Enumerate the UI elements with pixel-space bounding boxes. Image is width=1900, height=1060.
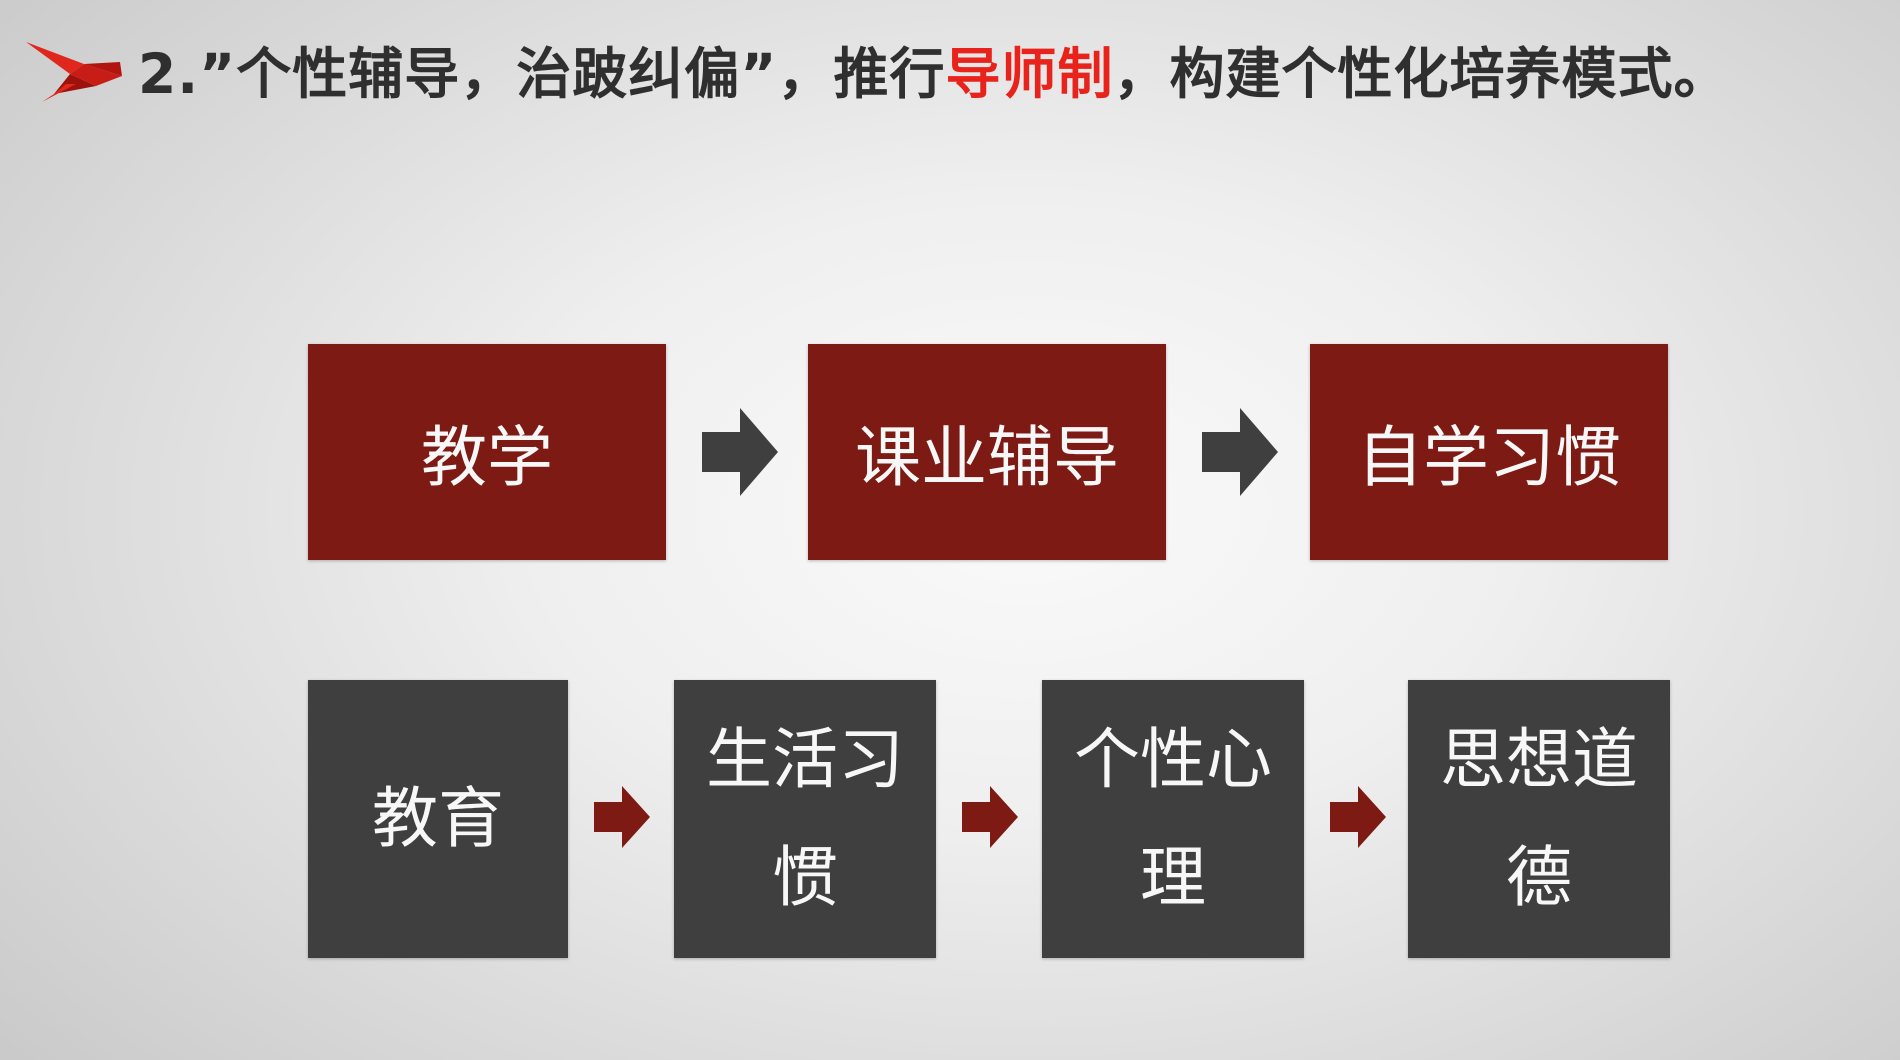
- arrow-right-icon: [962, 786, 1018, 848]
- slide-title: 2.”个性辅导，治跛纠偏”，推行导师制，构建个性化培养模式。: [138, 29, 1730, 109]
- step-box-life-habits: 生活习惯: [674, 680, 936, 958]
- arrow-right-icon: [702, 408, 778, 496]
- arrow-right-icon: [1202, 408, 1278, 496]
- step-box-education: 教育: [308, 680, 568, 958]
- title-suffix: ，构建个性化培养模式。: [1113, 42, 1730, 106]
- step-box-homework-tutoring: 课业辅导: [808, 344, 1166, 560]
- step-box-personal-psychology: 个性心理: [1042, 680, 1304, 958]
- step-label: 生活习惯: [706, 721, 904, 916]
- step-label: 个性心理: [1074, 721, 1272, 916]
- step-box-ideology-morality: 思想道德: [1408, 680, 1670, 958]
- red-origami-bird-icon: [26, 42, 122, 102]
- step-label: 自学习惯: [1357, 419, 1621, 496]
- arrow-right-icon: [1330, 786, 1386, 848]
- step-box-teaching: 教学: [308, 344, 666, 560]
- arrow-right-icon: [594, 786, 650, 848]
- title-prefix: 2.”个性辅导，治跛纠偏”，推行: [138, 42, 946, 106]
- step-label: 思想道德: [1440, 721, 1638, 916]
- step-label: 课业辅导: [855, 419, 1119, 496]
- slide-header: 2.”个性辅导，治跛纠偏”，推行导师制，构建个性化培养模式。: [24, 24, 1730, 114]
- step-label: 教育: [372, 780, 504, 857]
- title-highlight: 导师制: [945, 42, 1114, 106]
- step-label: 教学: [421, 419, 553, 496]
- step-box-self-study-habits: 自学习惯: [1310, 344, 1668, 560]
